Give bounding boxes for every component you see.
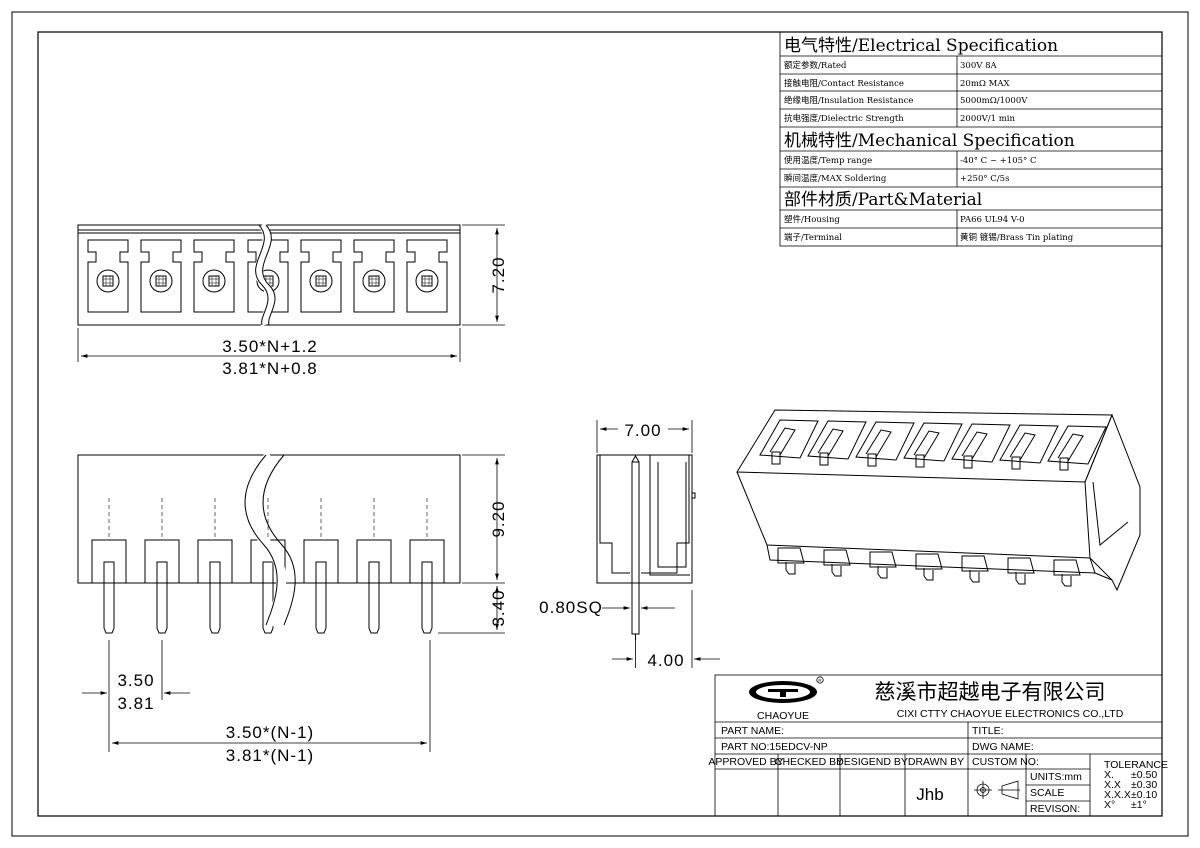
- top-view-cell: [300, 239, 342, 313]
- title-label: TITLE:: [972, 725, 1004, 737]
- side-view: [596, 454, 696, 640]
- spec-value-terminal: 黄铜 镀锡/Brass Tin plating: [960, 232, 1074, 243]
- spec-label-temp: 使用温度/Temp range: [784, 155, 872, 166]
- part-name-label: PART NAME:: [721, 725, 784, 737]
- front-view: [77, 451, 461, 634]
- iso-pin: [1053, 559, 1081, 587]
- svg-text:R: R: [818, 678, 822, 683]
- dim-pitch-1: 3.50: [117, 671, 154, 690]
- iso-pin: [1007, 557, 1035, 585]
- tolerance-key-3: X°: [1104, 799, 1115, 811]
- drawn-by-label: DRAWN BY: [908, 756, 964, 768]
- iso-slot: [1047, 425, 1107, 471]
- company-name-cn: 慈溪市超越电子有限公司: [875, 681, 1106, 704]
- dim-pin-length: 3.40: [489, 589, 508, 626]
- spec-value-soldering: +250° C/5s: [960, 174, 1009, 184]
- tolerance-key-1: X.X: [1104, 779, 1121, 791]
- mechanical-header: 机械特性/Mechanical Specification: [784, 131, 1075, 151]
- dim-side-width: 7.00: [624, 421, 661, 440]
- top-view-cell: [87, 239, 129, 313]
- spec-value-housing: PA66 UL94 V-0: [960, 215, 1025, 225]
- tolerance-title: TOLERANCE: [1104, 759, 1168, 771]
- top-view-cell: [193, 239, 235, 313]
- tolerance-key-2: X.X.X: [1104, 789, 1131, 801]
- dim-pin-square: 0.80SQ: [539, 598, 603, 617]
- iso-pin: [823, 549, 851, 577]
- iso-slot: [999, 424, 1059, 470]
- iso-pin: [961, 555, 989, 583]
- top-view: [77, 222, 461, 327]
- approved-by-label: APPROVED BY: [708, 756, 783, 768]
- spec-table-text: 电气特性/Electrical Specification 额定参数/Rated…: [784, 36, 1075, 243]
- iso-pin: [869, 551, 897, 579]
- company-logo: R: [749, 676, 824, 703]
- iso-pin: [777, 547, 805, 575]
- iso-slot: [807, 420, 867, 466]
- top-view-cell: [140, 239, 182, 313]
- dim-top-width-1: 3.50*N+1.2: [222, 337, 318, 356]
- revision-label: REVISON:: [1030, 803, 1080, 815]
- company-name-en: CIXI CTTY CHAOYUE ELECTRONICS CO.,LTD: [897, 708, 1124, 720]
- units-label: UNITS:mm: [1030, 771, 1082, 783]
- dim-top-width-2: 3.81*N+0.8: [222, 359, 318, 378]
- iso-pin: [915, 553, 943, 581]
- top-view-cell: [353, 239, 395, 313]
- tolerance-value-2: ±0.10: [1131, 789, 1157, 801]
- spec-label-rated: 额定参数/Rated: [784, 60, 847, 71]
- iso-slot: [855, 421, 915, 467]
- spec-label-insulation: 绝缘电阻/Insulation Resistance: [784, 95, 913, 106]
- spec-label-terminal: 端子/Terminal: [784, 232, 842, 243]
- dwg-name-label: DWG NAME:: [972, 741, 1034, 753]
- outer-border: [11, 11, 1189, 837]
- electrical-header: 电气特性/Electrical Specification: [784, 36, 1058, 56]
- tolerance-value-3: ±1°: [1131, 799, 1147, 811]
- isometric-view: [736, 409, 1141, 592]
- spec-value-temp: -40° C ~ +105° C: [960, 156, 1036, 166]
- tolerance-key-0: X.: [1104, 769, 1114, 781]
- dim-pitch-2: 3.81: [117, 694, 154, 713]
- spec-value-dielectric: 2000V/1 min: [960, 114, 1016, 124]
- top-view-cell: [406, 239, 448, 313]
- tolerance-value-1: ±0.30: [1131, 779, 1157, 791]
- spec-table: [779, 31, 1163, 247]
- dim-span-2: 3.81*(N-1): [226, 746, 314, 765]
- drawn-by-value: Jhb: [916, 785, 943, 804]
- iso-slot: [951, 423, 1011, 469]
- tolerance-value-0: ±0.50: [1131, 769, 1157, 781]
- spec-value-insulation: 5000mΩ/1000V: [960, 96, 1028, 106]
- checked-by-label: CHECKED BY: [775, 756, 843, 768]
- inner-border: [37, 31, 1163, 817]
- top-view-dimensions: [77, 224, 505, 362]
- dim-side-offset: 4.00: [647, 651, 684, 670]
- spec-label-contact: 接触电阻/Contact Resistance: [784, 78, 904, 89]
- dim-span-1: 3.50*(N-1): [226, 723, 314, 742]
- spec-label-dielectric: 抗电强度/Dielectric Strength: [784, 113, 904, 124]
- iso-slot: [903, 422, 963, 468]
- front-view-dimensions: [82, 454, 505, 752]
- spec-label-housing: 塑件/Housing: [784, 214, 840, 225]
- material-header: 部件材质/Part&Material: [784, 190, 982, 210]
- dim-top-height: 7.20: [489, 256, 508, 293]
- part-no-label: PART NO:15EDCV-NP: [721, 741, 828, 753]
- spec-value-contact: 20mΩ MAX: [960, 79, 1010, 89]
- side-view-dimensions: [596, 420, 720, 668]
- spec-label-soldering: 瞬间温度/MAX Soldering: [784, 173, 887, 184]
- logo-text: CHAOYUE: [757, 710, 809, 722]
- iso-slot: [759, 419, 819, 465]
- scale-label: SCALE: [1030, 787, 1064, 799]
- projection-symbol-icon: [974, 780, 1020, 800]
- designed-by-label: DESIGEND BY: [836, 756, 908, 768]
- dim-body-height: 9.20: [489, 500, 508, 537]
- title-block: [714, 674, 1163, 817]
- spec-value-rated: 300V 8A: [960, 61, 997, 71]
- custom-no-label: CUSTOM NO:: [972, 756, 1039, 768]
